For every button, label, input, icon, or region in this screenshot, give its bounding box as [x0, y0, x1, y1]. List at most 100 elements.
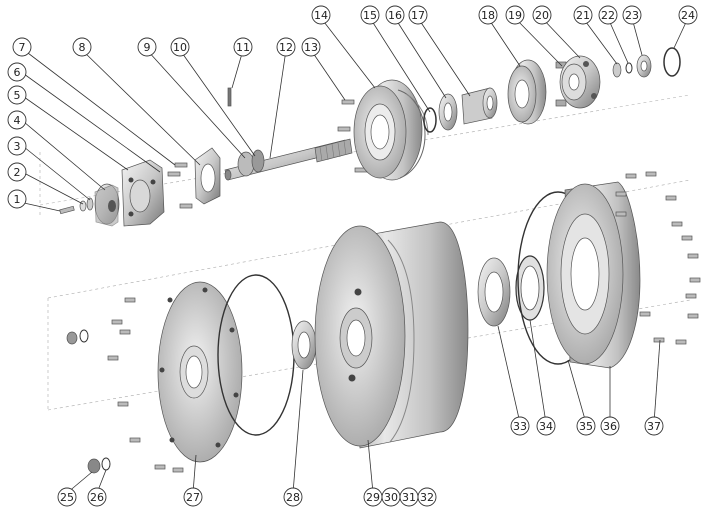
callout-number: 2: [14, 166, 21, 179]
callout-circle: [233, 37, 253, 57]
callout-number: 19: [508, 9, 522, 22]
ring-gear-part: [507, 59, 547, 125]
callout-number: 18: [481, 9, 495, 22]
callout-number: 27: [186, 491, 200, 504]
flange-housing-part: [546, 181, 641, 369]
callout-number: 8: [79, 41, 86, 54]
callout-circle: [57, 487, 77, 507]
main-drum-part: [314, 221, 469, 449]
callout-number: 6: [14, 66, 21, 79]
callout-circle: [576, 416, 596, 436]
callout-20: 20: [532, 5, 552, 25]
callout-number: 22: [601, 9, 615, 22]
callout-circle: [12, 37, 32, 57]
end-cover-part: [157, 281, 243, 463]
bolt-part: [167, 162, 193, 209]
callout-circle: [573, 5, 593, 25]
callout-circle: [598, 5, 618, 25]
washer-part: [79, 197, 94, 212]
sleeve-part: [461, 87, 498, 125]
callout-number: 29: [366, 491, 380, 504]
bearing-part: [291, 320, 317, 370]
lower-assembly: [66, 171, 701, 474]
callout-circle: [536, 416, 556, 436]
bolt-part: [107, 297, 184, 473]
callout-circle: [170, 37, 190, 57]
callout-circle: [311, 5, 331, 25]
callout-30: 30: [381, 487, 401, 507]
callout-number: 7: [19, 41, 26, 54]
callout-29: 29: [363, 487, 383, 507]
callout-circle: [408, 5, 428, 25]
callout-number: 15: [363, 9, 377, 22]
callout-number: 13: [304, 41, 318, 54]
flange-plate-part: [194, 147, 221, 205]
callout-circle: [385, 5, 405, 25]
callout-circle: [87, 487, 107, 507]
end-cap-part: [94, 183, 120, 227]
washer-part: [612, 62, 633, 78]
callout-circle: [600, 416, 620, 436]
callout-circle: [417, 487, 437, 507]
callout-circle: [7, 162, 27, 182]
callout-number: 21: [576, 9, 590, 22]
callout-circle: [7, 189, 27, 209]
callout-27: 27: [183, 487, 203, 507]
callout-number: 33: [513, 420, 527, 433]
bolt-part: [615, 171, 701, 345]
callout-number: 9: [144, 41, 151, 54]
callout-22: 22: [598, 5, 618, 25]
plug-part: [87, 457, 111, 474]
callout-circle: [7, 136, 27, 156]
callout-12: 12: [276, 37, 296, 57]
snap-ring-part: [663, 47, 681, 77]
leader-lines: [23, 17, 689, 494]
callout-number: 25: [60, 491, 74, 504]
callout-9: 9: [137, 37, 157, 57]
callout-28: 28: [283, 487, 303, 507]
callout-circle: [532, 5, 552, 25]
callout-number: 34: [539, 420, 553, 433]
callout-circle: [137, 37, 157, 57]
callout-1: 1: [7, 189, 27, 209]
callout-18: 18: [478, 5, 498, 25]
callout-number: 24: [681, 9, 695, 22]
callout-circle: [7, 110, 27, 130]
callout-8: 8: [72, 37, 92, 57]
callout-3: 3: [7, 136, 27, 156]
callout-6: 6: [7, 62, 27, 82]
callout-circle: [183, 487, 203, 507]
bearing-part: [636, 54, 652, 78]
callout-4: 4: [7, 110, 27, 130]
callout-circle: [7, 62, 27, 82]
callout-2: 2: [7, 162, 27, 182]
callout-number: 20: [535, 9, 549, 22]
callout-number: 37: [647, 420, 661, 433]
callout-number: 23: [625, 9, 639, 22]
callout-number: 26: [90, 491, 104, 504]
o-ring-part: [423, 107, 437, 133]
upper-assembly: [59, 47, 681, 227]
pin-part: [227, 87, 232, 107]
callout-21: 21: [573, 5, 593, 25]
callout-number: 3: [14, 140, 21, 153]
callout-26: 26: [87, 487, 107, 507]
callout-number: 16: [388, 9, 402, 22]
callout-15: 15: [360, 5, 380, 25]
bearing-part: [477, 257, 511, 327]
housing-part: [121, 159, 165, 227]
callout-circle: [510, 416, 530, 436]
callout-number: 31: [402, 491, 416, 504]
callout-number: 5: [14, 89, 21, 102]
callout-number: 17: [411, 9, 425, 22]
callout-circle: [622, 5, 642, 25]
callout-10: 10: [170, 37, 190, 57]
callout-number: 32: [420, 491, 434, 504]
callout-17: 17: [408, 5, 428, 25]
callout-circle: [678, 5, 698, 25]
bearing-part: [438, 93, 458, 131]
callout-circle: [283, 487, 303, 507]
seal-ring-part: [515, 255, 545, 321]
callout-11: 11: [233, 37, 253, 57]
callout-36: 36: [600, 416, 620, 436]
